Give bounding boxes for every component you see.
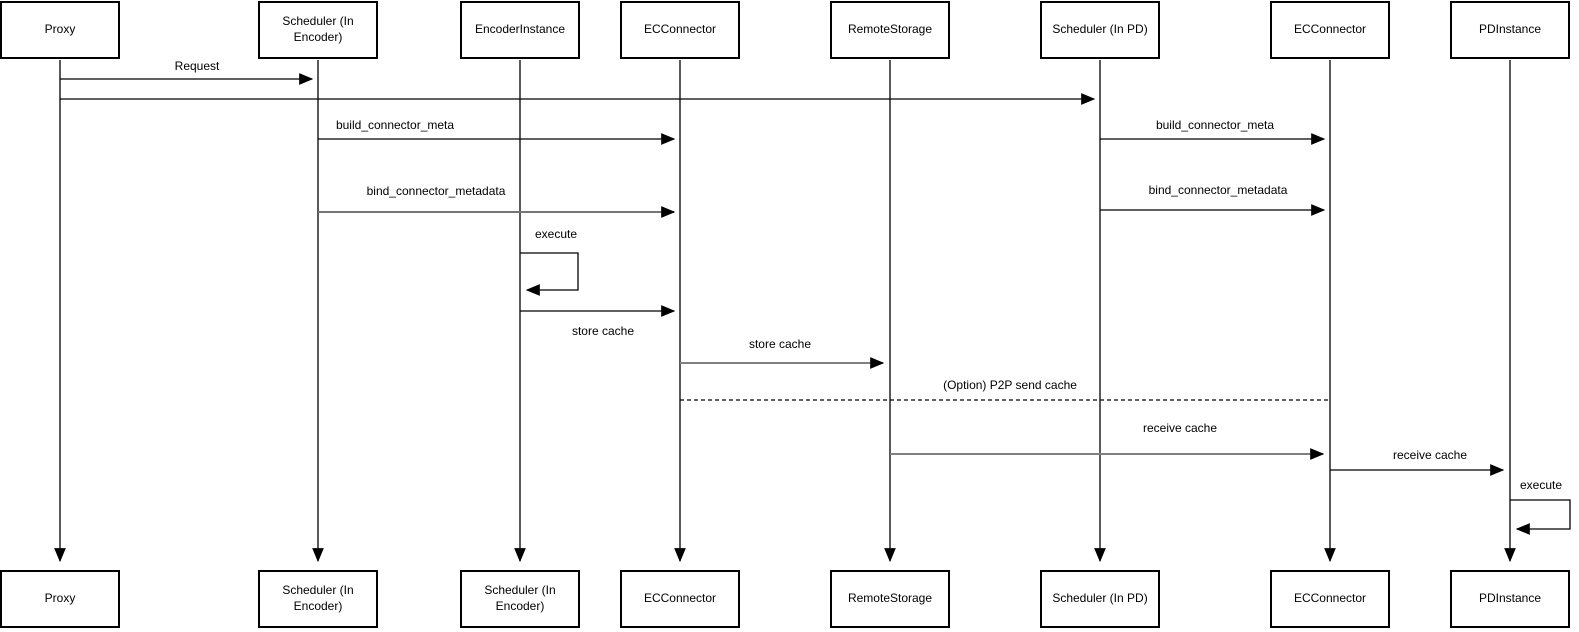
actor-label: Scheduler (In PD) [1052,591,1148,606]
actor-top-pd-instance: PDInstance [1450,1,1570,59]
actor-label: Proxy [44,22,76,37]
actor-label: Scheduler (In PD) [1052,22,1148,37]
message-label-request: Request [174,59,220,73]
message-label-store-cache-remote: store cache [748,337,812,351]
actor-bottom-ec-connector: ECConnector [620,570,740,628]
actor-bottom-pd-instance: PDInstance [1450,570,1570,628]
actor-top-remote-storage: RemoteStorage [830,1,950,59]
actor-top-proxy: Proxy [0,1,120,59]
actor-top-ec-connector-pd: ECConnector [1270,1,1390,59]
message-label-execute-pd: execute [1519,478,1563,492]
actor-label: ECConnector [643,591,717,606]
actor-label: Scheduler (In Encoder) [484,583,556,613]
actor-label: RemoteStorage [847,22,933,37]
actor-label: RemoteStorage [847,591,933,606]
actor-bottom-ec-connector-pd: ECConnector [1270,570,1390,628]
actor-bottom-scheduler-encoder-2: Scheduler (In Encoder) [460,570,580,628]
actor-label: EncoderInstance [474,22,566,37]
actor-label: Proxy [44,591,76,606]
actor-bottom-proxy: Proxy [0,570,120,628]
actor-label: ECConnector [1293,22,1367,37]
message-label-receive-cache-remote: receive cache [1142,421,1218,435]
message-label-p2p-send-cache: (Option) P2P send cache [943,378,1077,392]
actor-top-encoder-instance: EncoderInstance [460,1,580,59]
actor-top-scheduler-pd: Scheduler (In PD) [1040,1,1160,59]
actor-top-ec-connector: ECConnector [620,1,740,59]
arrow-execute-self-loop-pd [1510,499,1571,535]
lifelines [54,60,1516,563]
message-label-bind-connector-metadata-pd: bind_connector_metadata [1148,183,1288,197]
actor-label: ECConnector [643,22,717,37]
actor-label: PDInstance [1478,22,1542,37]
actor-label: PDInstance [1478,591,1542,606]
actor-bottom-scheduler-pd: Scheduler (In PD) [1040,570,1160,628]
actor-bottom-scheduler-encoder: Scheduler (In Encoder) [258,570,378,628]
actor-top-scheduler-encoder: Scheduler (In Encoder) [258,1,378,59]
actor-label: Scheduler (In Encoder) [282,583,354,613]
arrow-execute-self-loop-encoder [520,252,579,296]
actor-label: Scheduler (In Encoder) [282,14,354,44]
actor-bottom-remote-storage: RemoteStorage [830,570,950,628]
message-label-execute-encoder: execute [534,227,578,241]
message-label-bind-connector-metadata-encoder: bind_connector_metadata [366,184,506,198]
message-arrows [60,73,1571,535]
actor-label: ECConnector [1293,591,1367,606]
message-label-build-connector-meta-encoder: build_connector_meta [335,118,455,132]
message-label-store-cache-encoder: store cache [571,324,635,338]
message-label-receive-cache-pd: receive cache [1392,448,1468,462]
message-label-build-connector-meta-pd: build_connector_meta [1155,118,1275,132]
